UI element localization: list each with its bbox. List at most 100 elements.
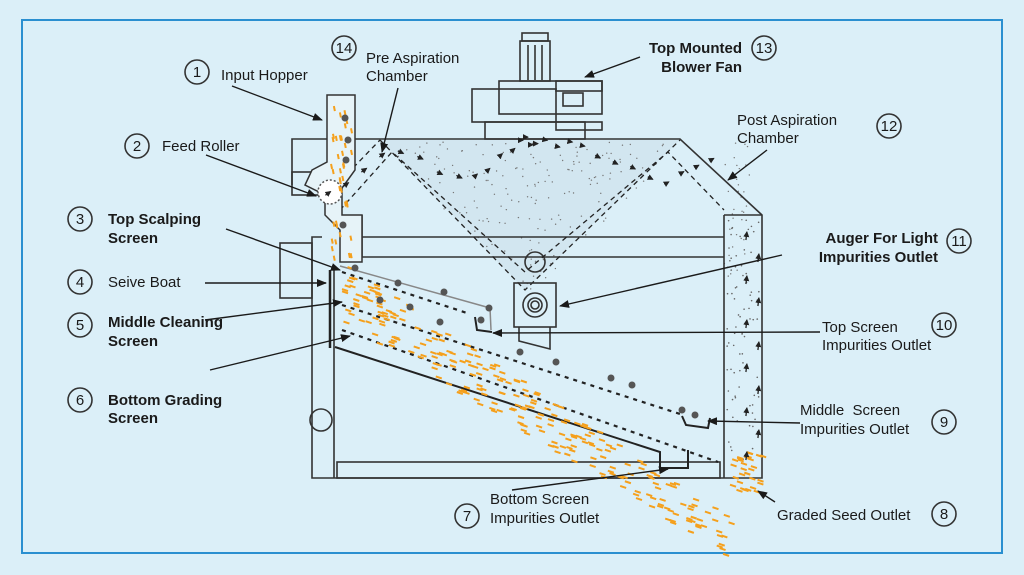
dust-dot xyxy=(559,218,562,221)
dust-dot xyxy=(502,175,504,177)
dust-dot xyxy=(518,201,520,203)
dust-dot xyxy=(727,275,729,277)
seed-dash xyxy=(564,452,571,457)
dust-dot xyxy=(609,172,612,174)
seed-dash xyxy=(459,359,466,364)
dust-dot xyxy=(544,180,546,183)
seed-dash xyxy=(568,448,576,453)
dust-dot xyxy=(621,144,624,146)
dust-dot xyxy=(609,178,611,180)
seed-dash xyxy=(652,481,660,486)
seed-dash xyxy=(383,317,391,322)
seed-dash xyxy=(476,383,483,388)
dust-dot xyxy=(590,179,593,181)
dust-dot xyxy=(750,299,753,302)
dust-dot xyxy=(464,206,466,208)
frame-border xyxy=(21,19,1003,554)
dust-dot xyxy=(737,314,740,316)
dust-dot xyxy=(473,200,476,202)
seed-dash xyxy=(523,431,531,436)
label-top-outlet: Top Screen xyxy=(822,319,898,336)
seed-dash xyxy=(605,443,613,448)
dust-dot xyxy=(731,246,734,248)
label-middle-cleaning-2: Screen xyxy=(108,333,158,350)
dust-dot xyxy=(452,191,455,194)
seed-dash xyxy=(691,503,698,508)
dust-dot xyxy=(453,172,455,174)
dust-dot xyxy=(732,344,735,347)
dust-dot xyxy=(733,208,735,211)
seed-dash xyxy=(599,455,607,460)
dust-dot xyxy=(473,186,476,188)
seed-dash xyxy=(505,380,512,385)
seed-dash xyxy=(672,512,680,517)
airflow-arrow xyxy=(360,167,368,174)
airflow-arrow xyxy=(456,173,463,179)
impurity-particle xyxy=(485,304,493,312)
dust-dot xyxy=(423,151,425,153)
seed-particles xyxy=(330,105,767,557)
seed-dash xyxy=(599,472,606,477)
seed-dash xyxy=(420,353,427,358)
dust-dot xyxy=(744,143,746,146)
dust-dot xyxy=(743,239,745,241)
dust-dot xyxy=(747,228,750,231)
airflow-arrow xyxy=(755,341,762,351)
dust-dot xyxy=(736,269,738,271)
seed-dash xyxy=(389,315,397,320)
dust-dot xyxy=(487,220,490,223)
dust-dot xyxy=(619,158,621,161)
dust-dot xyxy=(593,176,596,179)
airflow-arrow xyxy=(743,275,750,285)
dust-dot xyxy=(728,247,730,249)
label-auger-2: Impurities Outlet xyxy=(819,249,938,266)
seed-dash xyxy=(604,448,612,453)
dust-dot xyxy=(729,446,732,448)
dust-dot xyxy=(730,449,733,452)
seed-dash xyxy=(530,398,538,403)
dust-dot xyxy=(610,152,612,155)
dust-dot xyxy=(749,294,752,296)
impurity-particle xyxy=(394,279,402,287)
seed-dash xyxy=(341,150,345,157)
seed-dash xyxy=(344,201,347,207)
seed-dash xyxy=(377,313,385,318)
dust-dot xyxy=(482,220,484,222)
dust-dot xyxy=(744,253,746,255)
dust-dot xyxy=(735,233,738,236)
label-post-aspiration: Post Aspiration xyxy=(737,112,837,129)
seed-dash xyxy=(570,444,578,449)
dust-dot xyxy=(573,163,575,165)
seed-dash xyxy=(343,110,347,116)
dust-dot xyxy=(751,404,754,406)
dust-dot xyxy=(737,184,740,186)
dust-dot xyxy=(629,153,632,156)
seed-dash xyxy=(350,149,353,156)
dust-dot xyxy=(629,143,632,146)
dust-dot xyxy=(509,151,512,153)
seed-dash xyxy=(547,418,555,423)
seed-dash xyxy=(744,487,752,492)
seed-dash xyxy=(581,422,589,427)
dust-dot xyxy=(730,368,732,371)
seed-dash xyxy=(535,424,543,429)
dust-dot xyxy=(381,143,383,145)
dust-dot xyxy=(502,151,505,154)
seed-dash xyxy=(621,475,628,480)
dust-dot xyxy=(500,205,502,207)
seed-dash xyxy=(331,168,335,175)
seed-dash xyxy=(670,484,678,489)
seed-dash xyxy=(736,488,743,493)
seed-dash xyxy=(533,392,540,397)
seed-dash xyxy=(343,123,347,129)
dust-dot xyxy=(734,396,737,399)
dust-dot xyxy=(516,167,518,169)
seed-dash xyxy=(339,187,343,193)
seed-dash xyxy=(524,404,532,409)
dust-dot xyxy=(475,144,477,146)
seed-dash xyxy=(444,332,452,337)
dust-dot xyxy=(606,152,608,154)
seed-dash xyxy=(695,523,702,528)
airflow-arrow xyxy=(755,385,762,395)
dust-dot xyxy=(734,286,737,289)
